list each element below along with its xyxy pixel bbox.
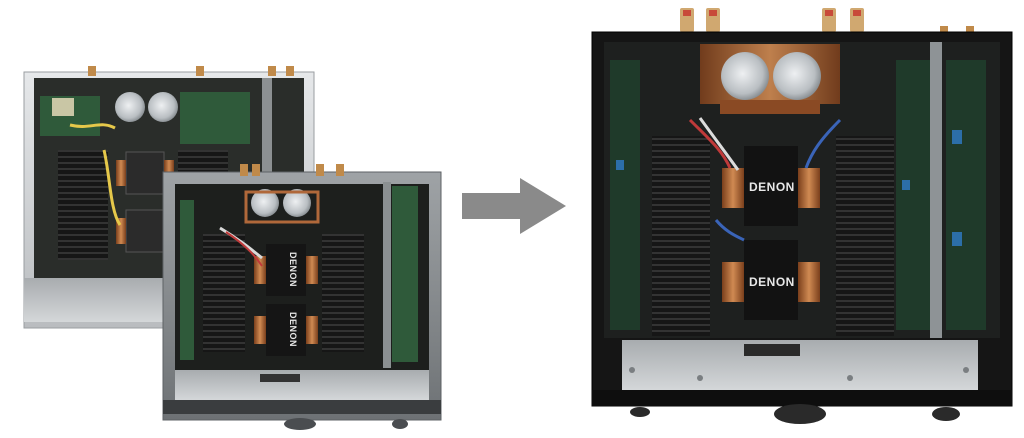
right-brand-bottom: DENON	[749, 275, 795, 289]
speaker-terminals	[680, 8, 974, 34]
middle-amplifier-grey: DENON DENON	[162, 164, 442, 430]
middle-brand-bottom: DENON	[288, 312, 298, 347]
right-brand-top: DENON	[749, 180, 795, 194]
middle-brand-top: DENON	[288, 252, 298, 287]
transition-arrow	[462, 178, 566, 234]
final-amplifier-black: DENON DENON	[591, 8, 1013, 424]
